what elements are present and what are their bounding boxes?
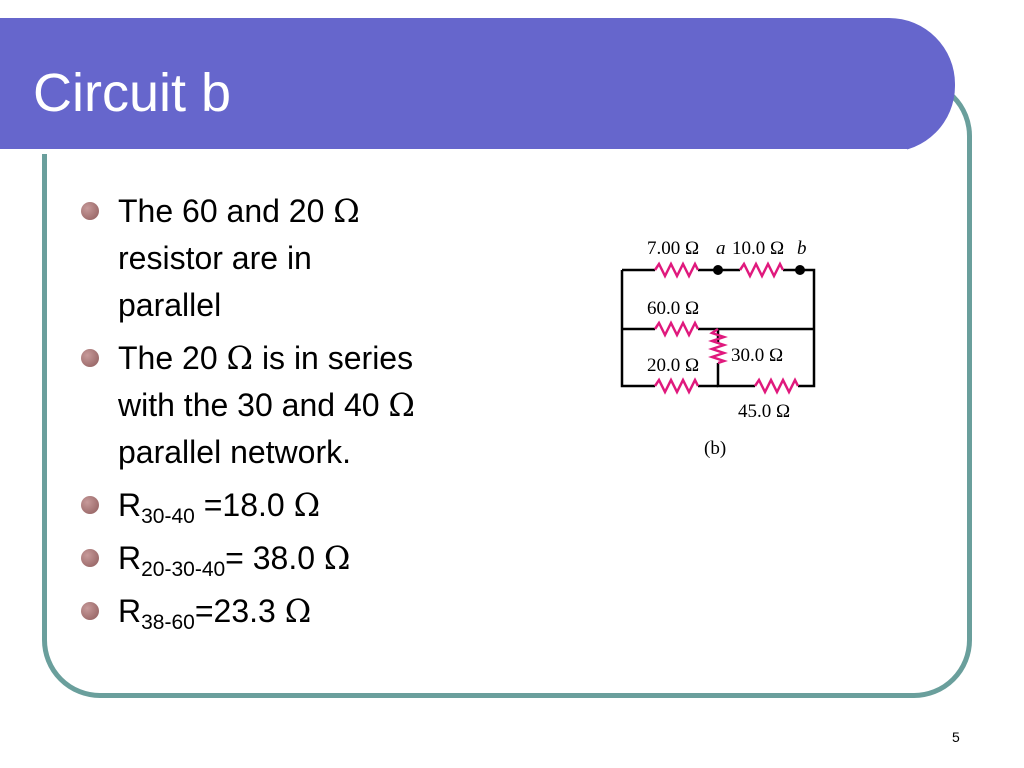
omega-symbol: Ω: [323, 539, 351, 577]
bullet-item: The 20 Ω is in series with the 30 and 40…: [80, 335, 520, 476]
resistor-30: [708, 327, 728, 365]
omega-symbol: Ω: [226, 339, 254, 377]
r30-label: 30.0 Ω: [731, 345, 783, 366]
bullet-item: R38-60=23.3 Ω: [80, 588, 520, 635]
title-bar: Circuit b: [0, 18, 955, 154]
omega-symbol: Ω: [388, 386, 415, 424]
resistor-10: [738, 261, 785, 279]
bullet-icon: [81, 602, 99, 620]
node-a-dot: [713, 265, 723, 275]
omega-symbol: Ω: [333, 192, 360, 230]
omega-symbol: Ω: [284, 592, 312, 630]
resistor-7: [653, 261, 700, 279]
bullet-item: R30-40 =18.0 Ω: [80, 482, 520, 529]
bullet-list: The 60 and 20 Ω resistor are in parallel…: [80, 188, 520, 641]
slide-title: Circuit b: [33, 63, 232, 123]
omega-symbol: Ω: [293, 486, 321, 524]
slide-frame: [42, 78, 972, 698]
circuit-diagram: 7.00 Ω a 10.0 Ω b 60.0 Ω 20.0 Ω 30.0 Ω 4…: [620, 238, 816, 459]
resistor-20: [653, 377, 700, 395]
node-a-label: a: [716, 238, 726, 259]
title-underline: [0, 149, 907, 154]
bullet-icon: [81, 349, 99, 367]
r20-label: 20.0 Ω: [647, 355, 699, 376]
r10-label: 10.0 Ω: [732, 238, 784, 259]
r7-label: 7.00 Ω: [647, 238, 699, 259]
resistor-60: [653, 320, 700, 338]
r60-label: 60.0 Ω: [647, 298, 699, 319]
bullet-icon: [81, 549, 99, 567]
r45-label: 45.0 Ω: [738, 401, 790, 422]
bullet-item: R20-30-40= 38.0 Ω: [80, 535, 520, 582]
figure-caption: (b): [704, 438, 726, 459]
bullet-icon: [81, 202, 99, 220]
resistors: [653, 261, 800, 395]
bullet-item: The 60 and 20 Ω resistor are in parallel: [80, 188, 520, 329]
resistor-45: [753, 377, 800, 395]
bullet-icon: [81, 496, 99, 514]
node-b-dot: [795, 265, 805, 275]
page-number: 5: [952, 729, 960, 745]
node-b-label: b: [797, 238, 807, 259]
